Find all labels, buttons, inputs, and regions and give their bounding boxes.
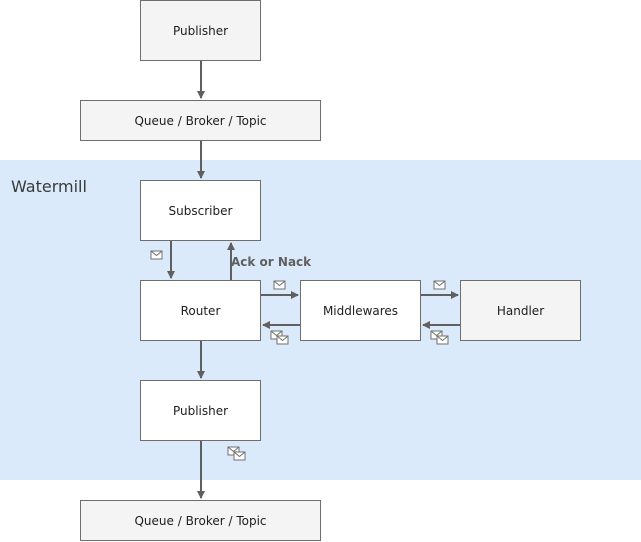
middlewares-node: Middlewares xyxy=(300,280,421,341)
envelope-icon xyxy=(433,280,446,290)
subscriber-node: Subscriber xyxy=(140,180,261,241)
envelopes-icon xyxy=(430,330,449,345)
envelopes-icon xyxy=(227,446,246,461)
router-node: Router xyxy=(140,280,261,341)
envelopes-icon xyxy=(270,330,289,345)
handler-node: Handler xyxy=(460,280,581,341)
ack-or-nack-label: Ack or Nack xyxy=(231,255,312,269)
watermill-region-title: Watermill xyxy=(11,177,87,196)
envelope-icon xyxy=(150,250,163,260)
queue-bottom-node: Queue / Broker / Topic xyxy=(80,500,321,541)
queue-top-node: Queue / Broker / Topic xyxy=(80,100,321,141)
publisher-bottom-node: Publisher xyxy=(140,380,261,441)
publisher-top-node: Publisher xyxy=(140,0,261,61)
envelope-icon xyxy=(273,280,286,290)
